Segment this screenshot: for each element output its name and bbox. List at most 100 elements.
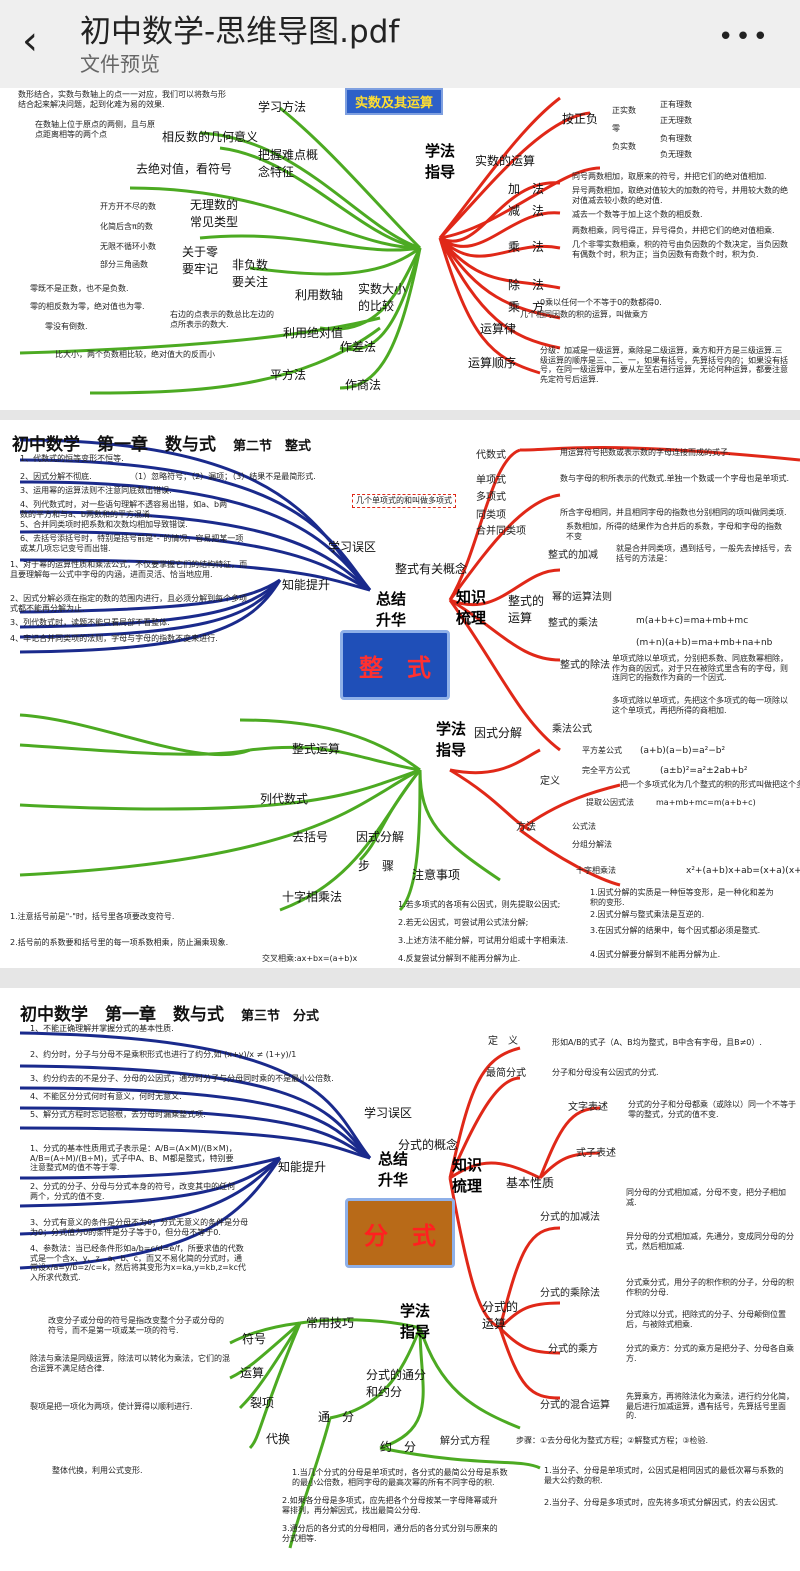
text: 2.当分子、分母是多项式时，应先将多项式分解因式，约去公因式. [544,1498,779,1507]
text: 分式的分子和分母都乘（或除以）同一个不等于零的整式，分式的值不变. [628,1100,796,1119]
node: 按正负 [562,112,599,126]
node: 乘法公式 [552,724,592,735]
text: 部分三角函数 [100,260,148,269]
node: 整式有关概念 [395,562,468,576]
node: 合并同类项 [476,526,526,537]
node: 式子表述 [576,1148,616,1159]
page1-badge: 实数及其运算 [345,88,444,115]
chevron-left-icon[interactable]: ‹ [22,18,38,64]
text: (a+b)(a−b)=a²−b² [640,746,726,756]
text: 比大小，两个负数相比较，绝对值大的反而小 [55,350,215,359]
node: 整式的加减 [548,550,598,561]
text: 6、去括号添括号时，特别是括号前是"-"的情况，容易把某一项或某几项忘记变号而出… [20,534,244,553]
text: 就是合并同类项，遇到括号，一般先去掉括号，去括号的方法是： [616,544,792,563]
text: 单项式除以单项式，分别把系数、同底数幂相除，作为商的因式，对于只在被除式里含有的… [612,654,788,683]
text: 改变分子或分母的符号是指改变整个分子或分母的符号，而不是第一项或某一项的符号. [48,1316,224,1335]
text: 1.注意括号前是"-"时，括号里各项要改变符号. [10,912,175,921]
node: 整式的乘法 [548,618,598,629]
more-icon[interactable]: ••• [717,22,770,52]
page2-heading: 初中数学 第一章 数与式 第二节 整式 [12,430,311,455]
node: 把握难点概念特征 [258,148,319,179]
text: 几个非零实数相乘，积的符号由负因数的个数决定，当负因数有偶数个时，积为正；当负因… [572,240,788,259]
text: x²+(a+b)x+ab=(x+a)(x+b) [686,866,800,876]
text: 系数相加，所得的结果作为合并后的系数，字母和字母的指数不变 [566,522,782,541]
text: 分式的乘方：分式的乘方是把分子、分母各自乘方. [626,1344,794,1363]
text: 1.当几个分式的分母是单项式时，各分式的最简公分母是系数的最小公倍数，相同字母的… [292,1468,508,1487]
node: 分式的运算 [482,1300,519,1331]
node: 整式运算 [292,742,341,756]
file-title: 初中数学-思维导图.pdf [80,14,400,50]
text: 4.因式分解要分解到不能再分解为止. [590,950,721,959]
node: 去绝对值，看符号 [136,162,233,176]
node: 乘 法 [508,240,545,254]
text: 3.通分后的各分式的分母相同，通分后的各分式分别与原来的分式相等. [282,1524,498,1543]
pdf-page-2: 初中数学 第一章 数与式 第二节 整式 整 式 学习误区 知能提升 整式运算 列… [0,420,800,968]
text: 3、列代数式时，读题不能只看局部不看整体. [10,618,170,627]
text: 分级：加减是一级运算，乘除是二级运算，乘方和开方是三级运算.三级运算的顺序是三、… [540,346,788,384]
text: 先算乘方，再将除法化为乘法，进行约分化简，最后进行加减运算，遇有括号，先算括号里… [626,1392,794,1421]
text: 同号两数相加，取原来的符号，并把它们的绝对值相加. [572,172,767,181]
node: 学习误区 [364,1106,413,1120]
node: 基本性质 [506,1176,555,1190]
text: 1、对于幂的运算性质和乘法公式，不仅要掌握它们的结构特征，而且要理解每一公式中字… [10,560,248,579]
node: 文字表述 [568,1102,608,1113]
node: 实数大小的比较 [358,282,407,313]
text: (a±b)²=a²±2ab+b² [660,766,748,776]
node: 去括号 [292,830,329,844]
page3-heading: 初中数学 第一章 数与式 第三节 分式 [20,1000,319,1025]
text: 所含字母相同，并且相同字母的指数也分别相同的项叫做同类项. [560,508,787,517]
heading-text: 初中数学 第一章 数与式 [20,1005,224,1025]
file-subtitle: 文件预览 [80,52,160,76]
text: 交叉相乘:ax+bx=(a+b)x [262,954,358,963]
node: 多项式 [476,492,506,503]
text: 1.当分子、分母是单项式时，公因式是相同因式的最低次幂与系数的最大公约数的积. [544,1466,784,1485]
text: ma+mb+mc=m(a+b+c) [656,798,756,807]
text: 右边的点表示的数总比左边的点所表示的数大. [170,310,274,329]
text: 3、分式有意义的条件是分母不为0；分式无意义的条件是分母为0；分式值为0的条件是… [30,1218,249,1237]
node: 方法 [516,822,536,833]
node: 整式的除法 [560,660,610,671]
top-bar: ‹ 初中数学-思维导图.pdf 文件预览 ••• [0,0,800,88]
node: 零 [612,124,620,133]
node: 学法指导 [436,720,467,759]
heading-text: 初中数学 第一章 数与式 [12,435,216,455]
text: 2.若无公因式，可尝试用公式法分解; [398,918,529,927]
node: 分式的乘方 [548,1344,598,1355]
node: 分式的通分和约分 [366,1368,427,1399]
pdf-page-3: 初中数学 第一章 数与式 第三节 分式 分 式 学习误区 知能提升 总结升华 常… [0,988,800,1571]
node: 十字相乘法 [282,890,343,904]
node: 运算 [240,1366,265,1380]
node: 非负数要关注 [232,258,269,289]
text: 4、不能区分分式何时有意义，何时无意义. [30,1092,182,1101]
node: 列代数式 [260,792,309,806]
text: 1.因式分解的实质是一种恒等变形，是一种化和差为积的变形. [590,888,774,907]
node: 关于零要牢记 [182,245,219,276]
text: 2、约分时，分子与分母不是乘积形式也进行了约分,如 (x+y)/x ≠ (1+y… [30,1050,297,1059]
node: 平方差公式 [582,746,622,755]
page3-badge: 分 式 [345,1198,455,1268]
node: 知能提升 [282,578,331,592]
text: 化简后含π的数 [100,222,153,231]
node: 乘 方 [508,300,545,314]
node: 减 法 [508,204,545,218]
node: 学习误区 [328,540,377,554]
node: 学法指导 [425,142,456,181]
text: 用运算符号把数或表示数的字母连接而成的式子. [560,448,731,457]
node: 负无理数 [660,150,692,159]
node: 幂的运算法则 [552,592,612,603]
text: 异号两数相加，取绝对值较大的加数的符号，并用较大数的绝对值减去较小数的绝对值. [572,186,788,205]
node: 相反数的几何意义 [162,130,259,144]
text: 5、解分式方程时忘记验根，去分母时漏乘整式项. [30,1110,206,1119]
text: 1、代数式的恒等变形不恒等. [20,454,124,463]
text: 2、分式的分子、分母与分式本身的符号，改变其中的任何两个，分式的值不变. [30,1182,236,1201]
node: 完全平方公式 [582,766,630,775]
node: 裂项 [250,1396,275,1410]
node: 实数的运算 [475,154,536,168]
node: 注意事项 [412,868,461,882]
text: 两数相乘，同号得正，异号得负，并把它们的绝对值相乘. [572,226,775,235]
node: 无理数的常见类型 [190,198,239,229]
node: 正实数 [612,106,636,115]
text: 数与字母的积所表示的代数式.单独一个数或一个字母也是单项式. [560,474,790,483]
text: 裂项是把一项化为两项，使计算得以顺利进行. [30,1402,193,1411]
node: 学法指导 [400,1302,431,1341]
